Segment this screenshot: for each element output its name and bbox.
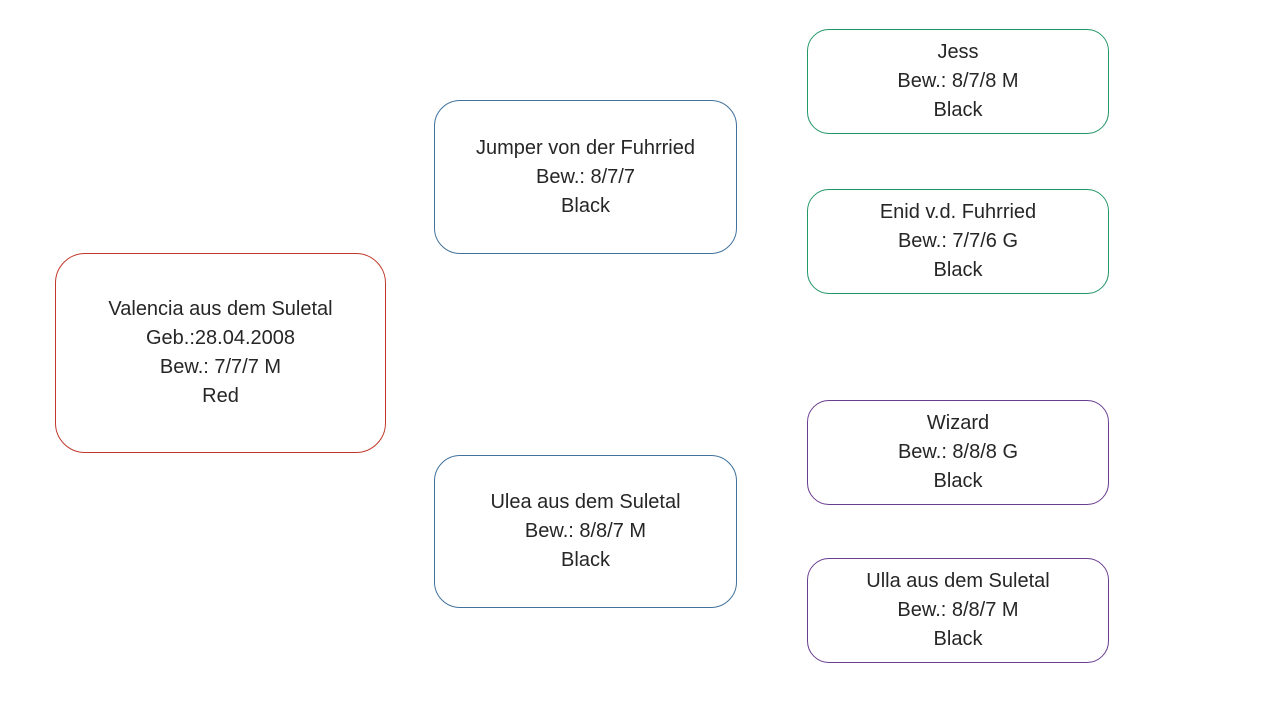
node-title: Ulla aus dem Suletal — [866, 570, 1050, 592]
node-title: Wizard — [926, 412, 990, 434]
node-jumper: Jumper von der Fuhrried Bew.: 8/7/7 Blac… — [434, 100, 737, 254]
node-color: Red — [202, 385, 239, 407]
node-title: Ulea aus dem Suletal — [490, 491, 681, 513]
node-color: Black — [933, 99, 983, 121]
node-rating: Bew.: 7/7/6 G — [897, 230, 1019, 252]
node-jess: Jess Bew.: 8/7/8 M Black — [807, 29, 1109, 134]
node-rating: Bew.: 8/7/8 M — [897, 70, 1019, 92]
node-rating: Bew.: 7/7/7 M — [159, 356, 282, 378]
node-color: Black — [933, 628, 983, 650]
node-rating: Bew.: 8/8/7 M — [524, 520, 647, 542]
node-color: Black — [561, 194, 610, 217]
node-rating: Bew.: 8/7/7 — [536, 165, 635, 188]
node-title: Enid v.d. Fuhrried — [879, 201, 1037, 223]
node-color: Black — [933, 259, 983, 281]
node-rating: Bew.: 8/8/8 G — [897, 441, 1019, 463]
node-title: Valencia aus dem Suletal — [108, 298, 333, 320]
node-valencia: Valencia aus dem Suletal Geb.:28.04.2008… — [55, 253, 386, 453]
node-color: Black — [933, 470, 983, 492]
node-ulea: Ulea aus dem Suletal Bew.: 8/8/7 M Black — [434, 455, 737, 608]
node-birthdate: Geb.:28.04.2008 — [145, 327, 295, 349]
node-ulla: Ulla aus dem Suletal Bew.: 8/8/7 M Black — [807, 558, 1109, 663]
node-title: Jess — [937, 41, 979, 63]
node-rating: Bew.: 8/8/7 M — [897, 599, 1019, 621]
node-title: Jumper von der Fuhrried — [476, 136, 695, 159]
node-wizard: Wizard Bew.: 8/8/8 G Black — [807, 400, 1109, 505]
node-enid: Enid v.d. Fuhrried Bew.: 7/7/6 G Black — [807, 189, 1109, 294]
node-color: Black — [561, 549, 610, 571]
